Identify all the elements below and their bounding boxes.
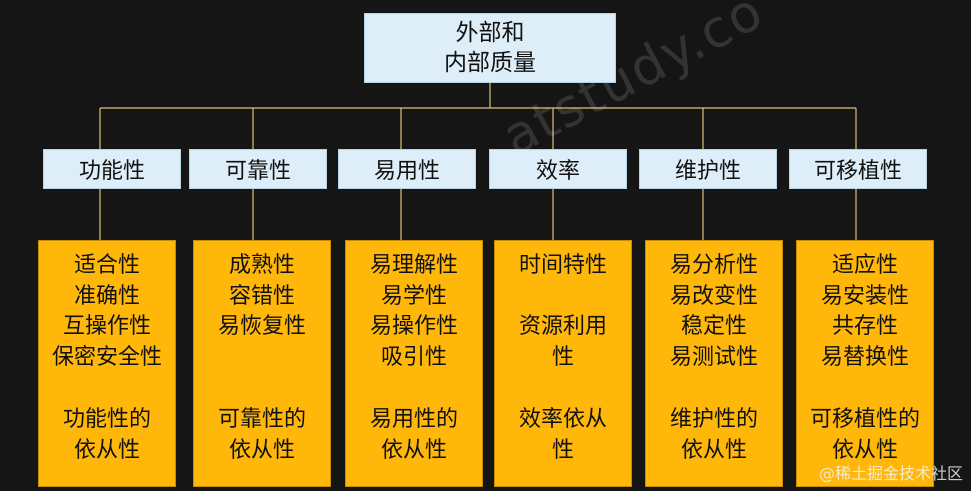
detail-compliance-line-2: 依从性 [380, 437, 447, 463]
detail-item: 吸引性 [380, 344, 447, 370]
root-node-line-2: 内部质量 [444, 50, 536, 76]
detail-box-usability: 易理解性 易学性 易操作性 吸引性 易用性的 依从性 [345, 240, 483, 487]
detail-item: 适应性 [831, 253, 898, 278]
detail-item: 易改变性 [669, 283, 758, 309]
detail-compliance-line-1: 可移植性的 [809, 407, 920, 432]
detail-item: 容错性 [228, 283, 295, 309]
detail-item: 准确性 [73, 283, 140, 309]
detail-item: 易操作性 [369, 314, 458, 339]
detail-item: 资源利用 [518, 314, 607, 339]
detail-item: 保密安全性 [51, 344, 162, 370]
detail-item: 共存性 [831, 314, 898, 339]
detail-compliance-line-2: 性 [551, 437, 574, 463]
detail-item: 易学性 [380, 283, 447, 309]
category-node-portability: 可移植性 [789, 149, 927, 189]
detail-item: 性 [551, 344, 574, 370]
detail-gap [194, 373, 330, 405]
detail-item: 易替换性 [820, 344, 909, 370]
detail-gap [39, 373, 175, 405]
detail-compliance-line-1: 功能性的 [62, 407, 151, 432]
detail-compliance-line-2: 依从性 [73, 437, 140, 463]
detail-box-reliability: 成熟性 容错性 易恢复性 可靠性的 依从性 [193, 240, 331, 487]
detail-item: 易恢复性 [217, 314, 306, 339]
detail-gap [797, 373, 933, 405]
category-node-efficiency: 效率 [489, 149, 627, 189]
detail-compliance-line-2: 依从性 [831, 437, 898, 463]
detail-compliance-line-1: 效率依从 [518, 407, 607, 432]
root-node-line-1: 外部和 [455, 20, 525, 46]
detail-item: 互操作性 [62, 314, 151, 339]
detail-compliance-line-2: 依从性 [680, 437, 747, 463]
detail-box-functionality: 适合性 准确性 互操作性 保密安全性 功能性的 依从性 [38, 240, 176, 487]
detail-item: 易理解性 [369, 253, 458, 278]
detail-item: 易测试性 [669, 344, 758, 370]
detail-compliance-line-1: 易用性的 [369, 407, 458, 432]
detail-item: 适合性 [73, 253, 140, 278]
detail-item: 成熟性 [228, 253, 295, 278]
detail-item [495, 282, 631, 313]
detail-compliance-line-2: 依从性 [228, 437, 295, 463]
detail-box-efficiency: 时间特性 资源利用 性 效率依从 性 [494, 240, 632, 487]
detail-gap [346, 373, 482, 405]
detail-item: 易分析性 [669, 253, 758, 278]
category-node-usability: 易用性 [338, 149, 476, 189]
detail-box-maintainability: 易分析性 易改变性 稳定性 易测试性 维护性的 依从性 [645, 240, 783, 487]
detail-item: 稳定性 [680, 314, 747, 339]
category-node-maintainability: 维护性 [639, 149, 777, 189]
category-node-reliability: 可靠性 [189, 149, 327, 189]
detail-compliance-line-1: 可靠性的 [217, 407, 306, 432]
detail-item: 时间特性 [518, 253, 607, 278]
detail-item: 易安装性 [820, 283, 909, 309]
detail-gap [495, 373, 631, 405]
detail-compliance-line-1: 维护性的 [669, 407, 758, 432]
detail-gap [646, 373, 782, 405]
detail-box-portability: 适应性 易安装性 共存性 易替换性 可移植性的 依从性 [796, 240, 934, 487]
category-node-functionality: 功能性 [43, 149, 181, 189]
detail-spacer [194, 343, 330, 374]
root-node-external-internal-quality: 外部和 内部质量 [364, 13, 616, 83]
source-credit-text: @稀土掘金技术社区 [818, 464, 963, 483]
